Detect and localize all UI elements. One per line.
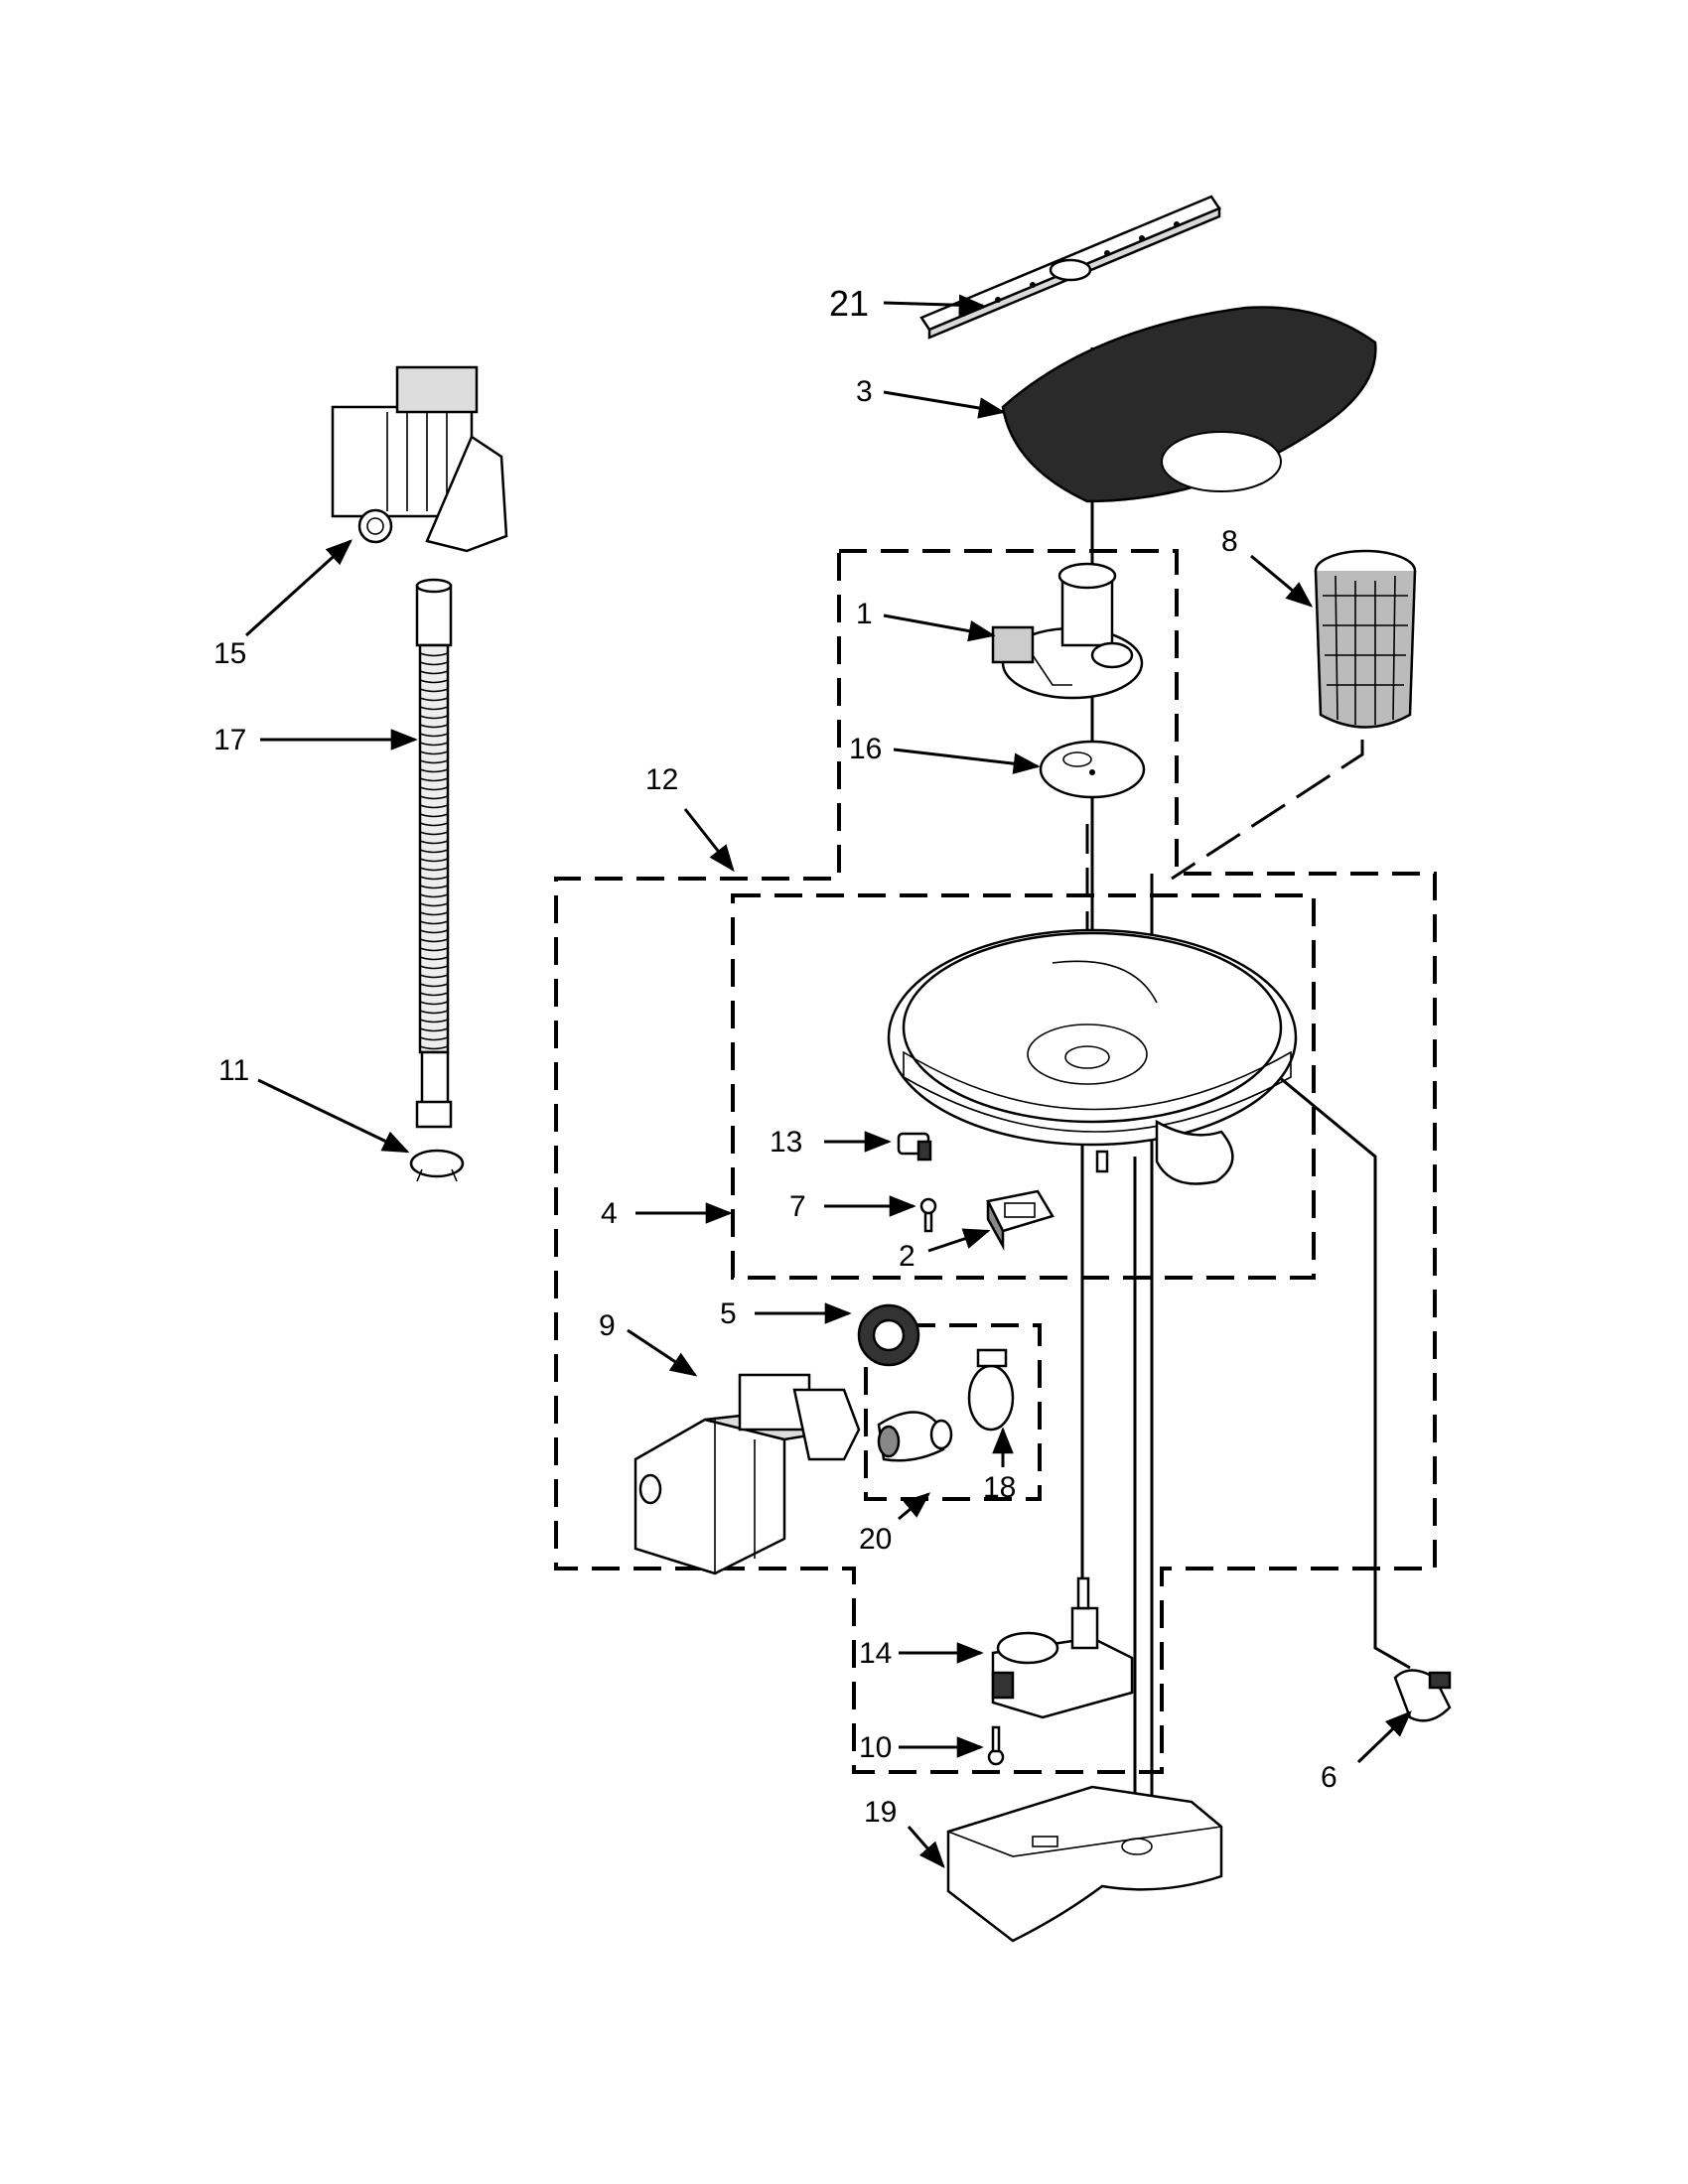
wash-motor-part	[633, 1373, 861, 1575]
callout-10: 10	[859, 1731, 892, 1764]
assembly-20-outline	[864, 1323, 1042, 1501]
assembly-4-outline	[731, 893, 1316, 1280]
callout-20: 20	[859, 1523, 892, 1556]
screw-7-part	[919, 1197, 937, 1233]
seal-disc-part	[1039, 740, 1146, 799]
callout-12: 12	[645, 763, 678, 796]
assembly-boundaries	[554, 549, 1437, 1774]
callout-19: 19	[864, 1796, 897, 1829]
callout-7: 7	[789, 1190, 806, 1223]
callout-9: 9	[599, 1309, 616, 1342]
hose-elbow-part	[877, 1411, 953, 1462]
callout-11: 11	[218, 1054, 249, 1087]
callout-5: 5	[720, 1297, 737, 1330]
hose-clamp-part	[409, 1149, 465, 1182]
callout-15: 15	[213, 637, 246, 670]
callout-17: 17	[213, 724, 246, 756]
assembly-12-outline	[554, 549, 1437, 1774]
shield-part	[1001, 306, 1377, 503]
callout-2: 2	[899, 1240, 915, 1273]
diverter-part	[991, 562, 1144, 700]
callout-18: 18	[983, 1471, 1016, 1504]
screw-10-part	[987, 1725, 1005, 1766]
leader-lines	[244, 294, 1412, 1869]
spray-arm-part	[919, 195, 1221, 340]
callout-13: 13	[770, 1126, 802, 1159]
bracket-part	[897, 1132, 932, 1161]
callout-21: 21	[829, 283, 869, 324]
diverter-motor-part	[991, 1576, 1134, 1719]
callout-14: 14	[859, 1637, 892, 1670]
base-cover-part	[946, 1785, 1223, 1943]
callout-3: 3	[856, 375, 873, 408]
filter-part	[1314, 549, 1417, 729]
callout-16: 16	[849, 733, 882, 765]
callout-8: 8	[1221, 525, 1238, 558]
connector-block-part	[986, 1189, 1055, 1251]
callout-labels: 21 3 1 16 8 15 17 11 12 13 7 4 2 5 9 18 …	[213, 283, 1337, 1829]
sensor-part	[1393, 1669, 1452, 1722]
callout-1: 1	[856, 598, 873, 630]
callout-4: 4	[601, 1197, 618, 1230]
sump-basin-part	[887, 928, 1298, 1185]
seal-ring-part	[857, 1303, 920, 1367]
drain-hose-part	[415, 578, 453, 1129]
clamp-18-part	[967, 1348, 1015, 1432]
drain-pump-part	[331, 365, 508, 553]
callout-6: 6	[1321, 1761, 1337, 1794]
